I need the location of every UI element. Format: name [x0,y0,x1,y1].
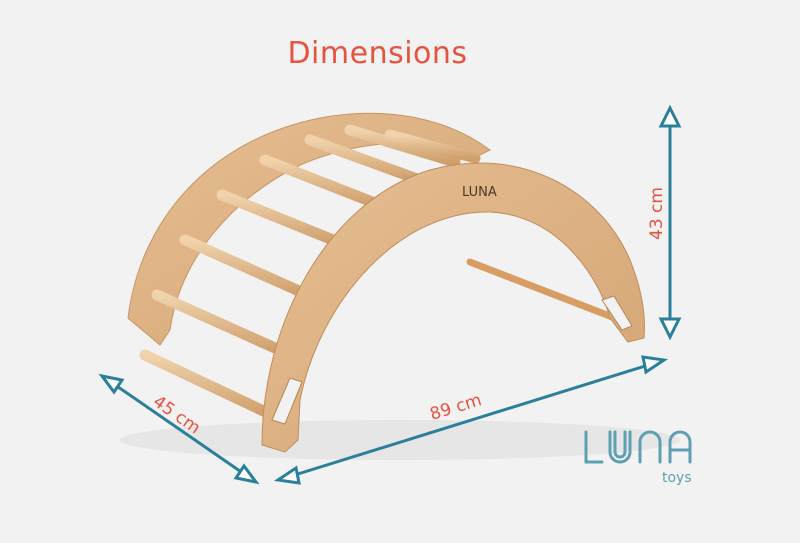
rung [216,189,349,250]
back-side-panel [127,112,491,346]
arrowhead-icon [233,463,260,485]
arrowhead-icon [98,373,125,395]
luna-toys-logo: toys [584,430,692,486]
shadow [120,420,680,460]
rung [344,124,461,168]
dimension-arrows [98,104,682,485]
arrowhead-icon [273,465,301,485]
front-panel-handle [271,377,303,425]
rung [384,129,481,164]
front-side-panel [261,162,645,453]
svg-text:toys: toys [662,470,692,486]
rung [304,134,426,186]
page-title: Dimensions [287,36,468,71]
arrowhead-icon [658,317,682,341]
rungs [139,124,481,421]
rung [151,289,290,358]
arrowhead-icon [641,355,669,375]
bottom-rung [466,258,624,324]
height-label: 43 cm [647,187,667,240]
product-logo: LUNA [462,185,497,200]
depth-arrow [107,378,251,480]
length-arrow [284,360,659,480]
rung [179,234,314,301]
rung [259,154,386,211]
back-panel-handle [601,295,633,331]
arrowhead-icon [658,104,682,128]
rung [139,349,278,421]
